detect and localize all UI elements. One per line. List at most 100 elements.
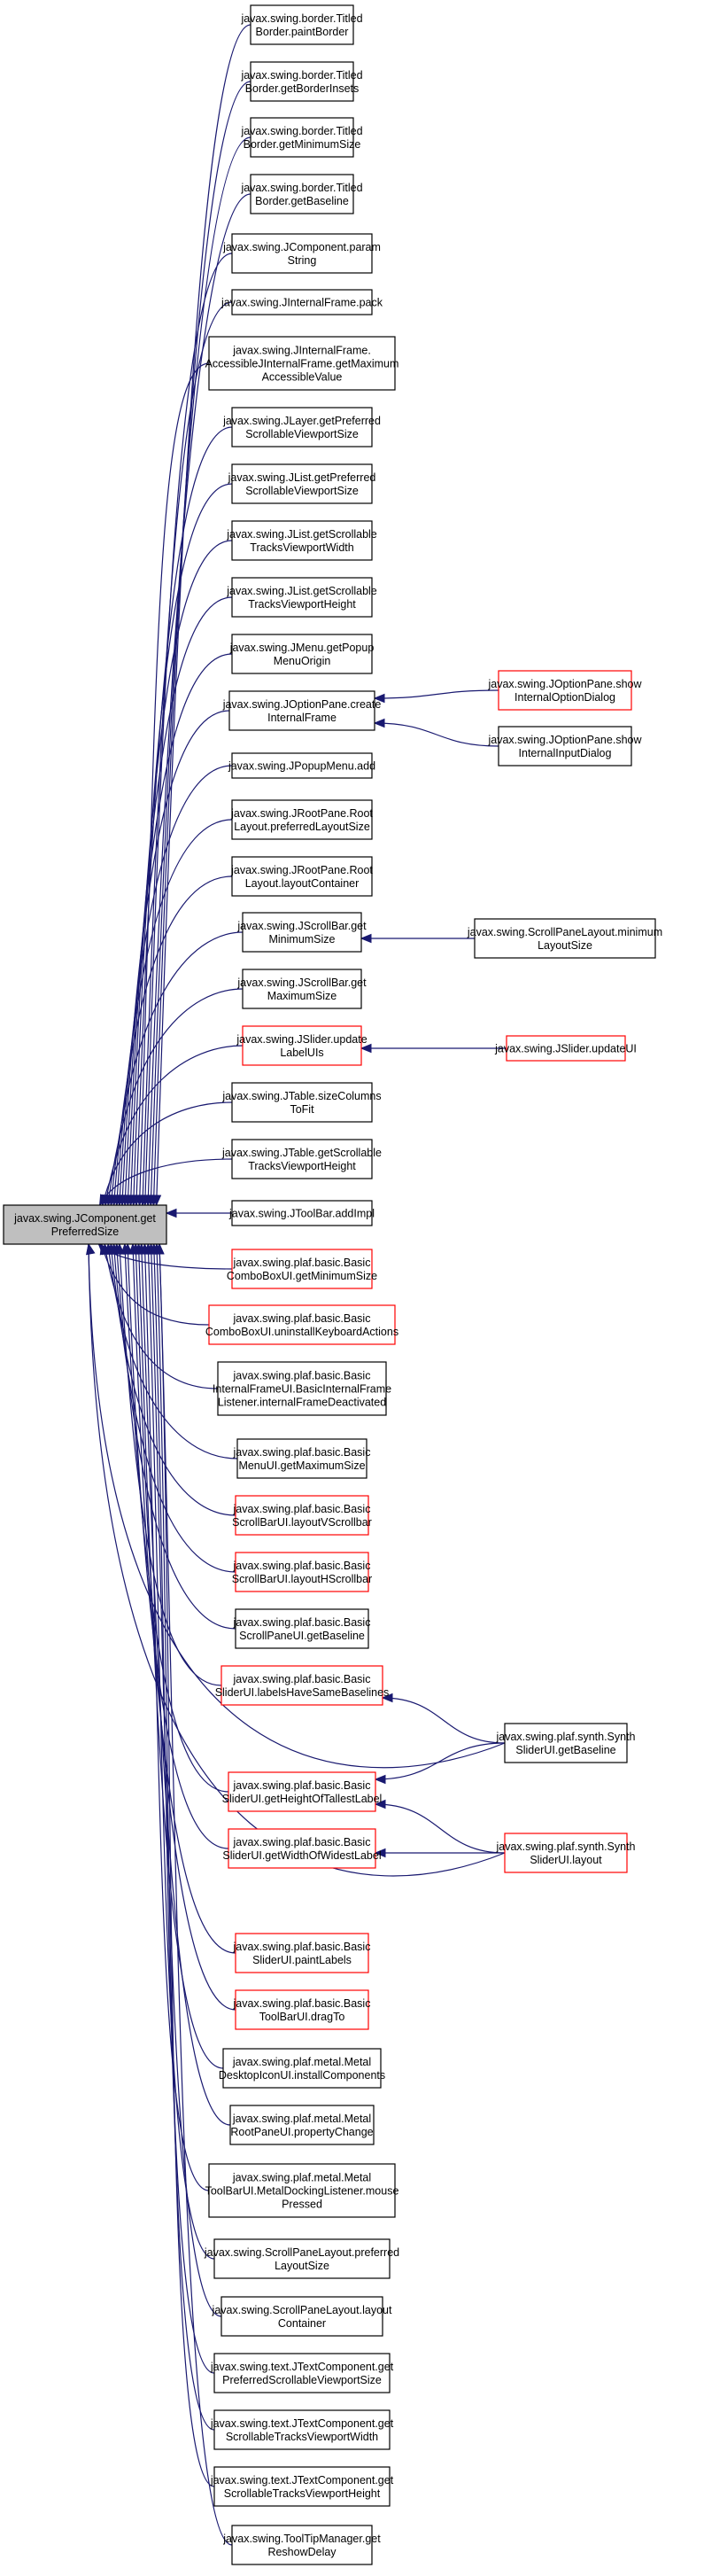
- node-box: [250, 61, 354, 102]
- function-node[interactable]: javax.swing.JScrollBar.getMaximumSize: [236, 969, 367, 1009]
- node-label: javax.swing.plaf.basic.Basic: [233, 1312, 371, 1325]
- function-node[interactable]: javax.swing.JSlider.updateUI: [494, 1035, 637, 1062]
- function-node[interactable]: javax.swing.plaf.metal.MetalDesktopIconU…: [219, 2048, 385, 2089]
- function-node[interactable]: javax.swing.ScrollPaneLayout.minimumLayo…: [467, 918, 662, 959]
- arrow-head: [374, 1848, 386, 1858]
- node-box: [498, 670, 632, 711]
- call-edge: [112, 1243, 236, 1573]
- function-node[interactable]: javax.swing.JLayer.getPreferredScrollabl…: [222, 407, 381, 447]
- node-label: AccessibleJInternalFrame.getMaximum: [205, 358, 399, 370]
- node-label: javax.swing.plaf.basic.Basic: [233, 1257, 371, 1269]
- node-label: javax.swing.JList.getScrollable: [226, 585, 377, 597]
- function-node[interactable]: javax.swing.JToolBar.addImpl: [228, 1200, 375, 1226]
- function-node[interactable]: javax.swing.JList.getScrollableTracksVie…: [226, 577, 377, 618]
- function-node[interactable]: javax.swing.plaf.basic.BasicSliderUI.get…: [222, 1771, 383, 1812]
- function-node[interactable]: javax.swing.plaf.basic.BasicSliderUI.pai…: [233, 1933, 371, 1973]
- function-node[interactable]: javax.swing.ScrollPaneLayout.preferredLa…: [204, 2238, 399, 2279]
- function-node[interactable]: javax.swing.plaf.basic.BasicScrollBarUI.…: [232, 1552, 372, 1592]
- function-node[interactable]: javax.swing.border.TitledBorder.paintBor…: [240, 4, 363, 45]
- function-node[interactable]: javax.swing.JOptionPane.createInternalFr…: [222, 690, 382, 731]
- node-label: javax.swing.border.Titled: [240, 182, 362, 194]
- node-label: InternalInputDialog: [519, 747, 612, 759]
- function-node[interactable]: javax.swing.plaf.metal.MetalToolBarUI.Me…: [205, 2163, 399, 2218]
- function-node[interactable]: javax.swing.plaf.basic.BasicComboBoxUI.g…: [227, 1249, 377, 1289]
- node-box: [235, 1495, 369, 1536]
- function-node[interactable]: javax.swing.plaf.basic.BasicToolBarUI.dr…: [233, 1989, 371, 2030]
- function-node[interactable]: javax.swing.plaf.metal.MetalRootPaneUI.p…: [229, 2105, 375, 2145]
- function-node[interactable]: javax.swing.border.TitledBorder.getBorde…: [240, 61, 363, 102]
- call-edge: [382, 1697, 506, 1744]
- node-label: javax.swing.plaf.synth.Synth: [495, 1731, 635, 1743]
- function-node[interactable]: javax.swing.plaf.basic.BasicComboBoxUI.u…: [205, 1304, 398, 1345]
- function-node[interactable]: javax.swing.text.JTextComponent.getScrol…: [210, 2409, 394, 2450]
- function-node[interactable]: javax.swing.JOptionPane.showInternalInpu…: [487, 726, 642, 767]
- function-node[interactable]: javax.swing.JList.getPreferredScrollable…: [228, 463, 376, 504]
- node-label: javax.swing.ToolTipManager.get: [222, 2533, 381, 2545]
- node-label: SliderUI.getBaseline: [515, 1744, 615, 1756]
- node-box: [231, 856, 373, 897]
- function-node[interactable]: javax.swing.border.TitledBorder.getMinim…: [240, 117, 363, 158]
- function-node[interactable]: javax.swing.plaf.basic.BasicScrollPaneUI…: [233, 1608, 371, 1649]
- function-node[interactable]: javax.swing.JPopupMenu.add: [228, 752, 375, 779]
- node-label: Pressed: [282, 2199, 322, 2211]
- function-node[interactable]: javax.swing.plaf.basic.BasicSliderUI.get…: [222, 1828, 382, 1869]
- node-label: SliderUI.getWidthOfWidestLabel: [222, 1849, 381, 1862]
- function-node[interactable]: javax.swing.plaf.basic.BasicInternalFram…: [213, 1361, 391, 1416]
- node-label: LabelUIs: [280, 1047, 323, 1059]
- call-edge: [104, 1045, 244, 1206]
- function-node[interactable]: javax.swing.JList.getScrollableTracksVie…: [226, 520, 377, 561]
- node-box: [231, 1139, 373, 1179]
- node-label: javax.swing.plaf.basic.Basic: [233, 1446, 371, 1459]
- node-label: TracksViewportHeight: [248, 1160, 356, 1172]
- function-node[interactable]: javax.swing.JRootPane.RootLayout.preferr…: [230, 799, 373, 840]
- node-label: javax.swing.JPopupMenu.add: [228, 760, 375, 773]
- node-label: javax.swing.JTable.getScrollable: [221, 1147, 382, 1159]
- node-label: javax.swing.JOptionPane.show: [487, 734, 642, 746]
- function-node[interactable]: javax.swing.border.TitledBorder.getBasel…: [240, 174, 363, 214]
- function-node[interactable]: javax.swing.plaf.synth.SynthSliderUI.get…: [495, 1723, 636, 1763]
- function-node[interactable]: javax.swing.plaf.basic.BasicSliderUI.lab…: [215, 1665, 390, 1706]
- node-label: javax.swing.JToolBar.addImpl: [228, 1208, 375, 1220]
- arrow-head: [373, 718, 385, 728]
- function-node[interactable]: javax.swing.plaf.basic.BasicMenuUI.getMa…: [233, 1438, 371, 1479]
- function-node[interactable]: javax.swing.JInternalFrame.pack: [220, 289, 383, 315]
- function-node[interactable]: javax.swing.JInternalFrame.AccessibleJIn…: [205, 336, 399, 391]
- node-label: AccessibleValue: [262, 371, 343, 384]
- function-node[interactable]: javax.swing.JOptionPane.showInternalOpti…: [487, 670, 642, 711]
- call-edge: [150, 136, 251, 1206]
- node-label: javax.swing.JRootPane.Root: [230, 807, 373, 820]
- node-label: javax.swing.JSlider.updateUI: [494, 1043, 637, 1055]
- edge-layer: [86, 24, 507, 2546]
- call-edge: [133, 483, 233, 1206]
- node-label: ReshowDelay: [267, 2546, 337, 2558]
- function-node[interactable]: javax.swing.JRootPane.RootLayout.layoutC…: [230, 856, 373, 897]
- call-edge: [127, 596, 233, 1206]
- call-edge: [375, 1803, 506, 1854]
- call-edge: [132, 1243, 236, 1954]
- call-edge: [159, 1243, 233, 2546]
- function-node[interactable]: javax.swing.plaf.synth.SynthSliderUI.lay…: [495, 1833, 636, 1873]
- node-label: ToFit: [290, 1103, 314, 1116]
- node-box: [231, 407, 373, 447]
- function-node[interactable]: javax.swing.JTable.getScrollableTracksVi…: [221, 1139, 382, 1179]
- function-node[interactable]: javax.swing.plaf.basic.BasicScrollBarUI.…: [232, 1495, 372, 1536]
- node-label: RootPaneUI.propertyChange: [230, 2126, 373, 2138]
- function-node[interactable]: javax.swing.ScrollPaneLayout.layoutConta…: [212, 2296, 392, 2337]
- node-label: Layout.layoutContainer: [245, 877, 360, 890]
- function-node[interactable]: javax.swing.JScrollBar.getMinimumSize: [236, 912, 367, 953]
- function-node[interactable]: javax.swing.ToolTipManager.getReshowDela…: [222, 2525, 381, 2565]
- function-node[interactable]: javax.swing.text.JTextComponent.getPrefe…: [210, 2353, 394, 2393]
- node-label: javax.swing.plaf.metal.Metal: [232, 2056, 371, 2068]
- node-box: [208, 1304, 396, 1345]
- node-label: javax.swing.JOptionPane.create: [222, 698, 382, 711]
- node-label: LayoutSize: [538, 939, 592, 952]
- call-edge: [112, 876, 233, 1206]
- function-node[interactable]: javax.swing.text.JTextComponent.getScrol…: [210, 2466, 394, 2507]
